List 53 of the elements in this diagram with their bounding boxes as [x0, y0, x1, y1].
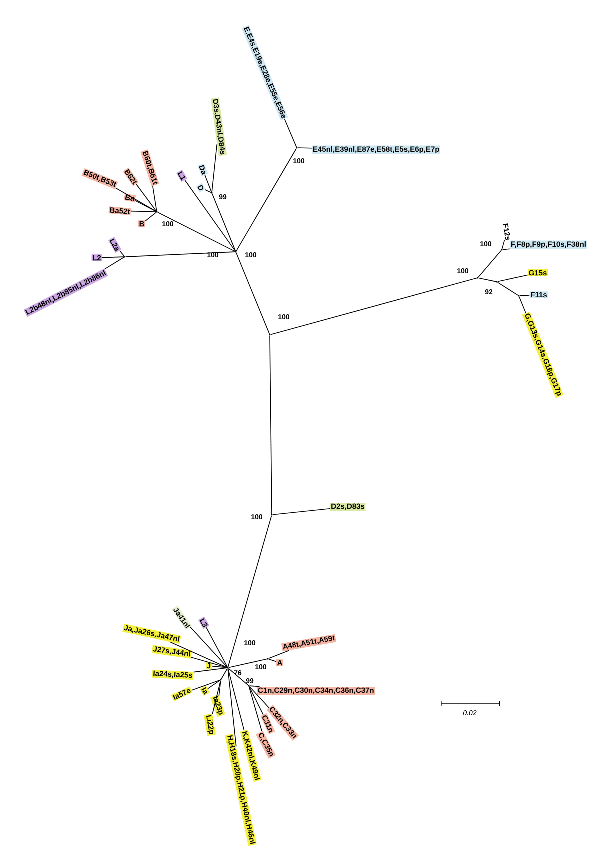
branch-line	[119, 250, 125, 257]
branch-line	[236, 252, 270, 334]
branch-line	[221, 668, 228, 680]
branch-line	[204, 175, 212, 192]
branch-line	[498, 274, 528, 282]
branch-line	[184, 180, 236, 252]
branch-line	[102, 256, 124, 258]
branch-line	[130, 210, 156, 212]
branch-line	[104, 257, 125, 270]
branch-line	[228, 668, 245, 732]
branch-line	[194, 668, 228, 673]
branch-line	[249, 686, 270, 708]
branch-line	[228, 516, 272, 668]
branch-line	[249, 686, 264, 716]
branch-line	[518, 296, 526, 314]
branch-line	[478, 278, 496, 282]
branch-line	[284, 118, 297, 148]
branch-line	[136, 184, 157, 212]
branch-line	[228, 668, 249, 686]
branch-line	[145, 212, 157, 222]
branch-line	[152, 186, 158, 212]
branch-line	[170, 642, 228, 668]
branch-line	[212, 144, 218, 192]
branch-line	[206, 627, 228, 668]
branch-line	[478, 250, 502, 278]
branch-line	[116, 188, 157, 212]
branch-line	[190, 627, 228, 668]
branch-line	[236, 148, 297, 252]
branch-line	[268, 658, 277, 662]
branch-line	[208, 680, 221, 690]
branch-line	[268, 650, 290, 660]
branch-line	[190, 657, 228, 668]
branch-line	[270, 336, 272, 514]
branch-line	[157, 212, 236, 252]
branch-line	[126, 252, 236, 258]
branch-line	[212, 680, 222, 715]
branch-line	[497, 282, 519, 296]
branch-line	[204, 190, 212, 193]
branch-line	[250, 686, 260, 688]
branch-line	[248, 686, 262, 732]
branch-line	[134, 200, 157, 212]
branch-line	[212, 666, 228, 668]
branch-line	[218, 680, 222, 697]
branch-line	[520, 295, 530, 296]
branch-line	[502, 248, 510, 250]
branch-line	[191, 680, 220, 691]
branch-line	[212, 194, 236, 252]
branch-line	[270, 278, 478, 336]
branch-line	[228, 668, 237, 748]
branch-line	[272, 508, 331, 516]
branch-line	[228, 658, 268, 668]
branch-line	[298, 148, 312, 149]
branch-line	[502, 240, 506, 250]
